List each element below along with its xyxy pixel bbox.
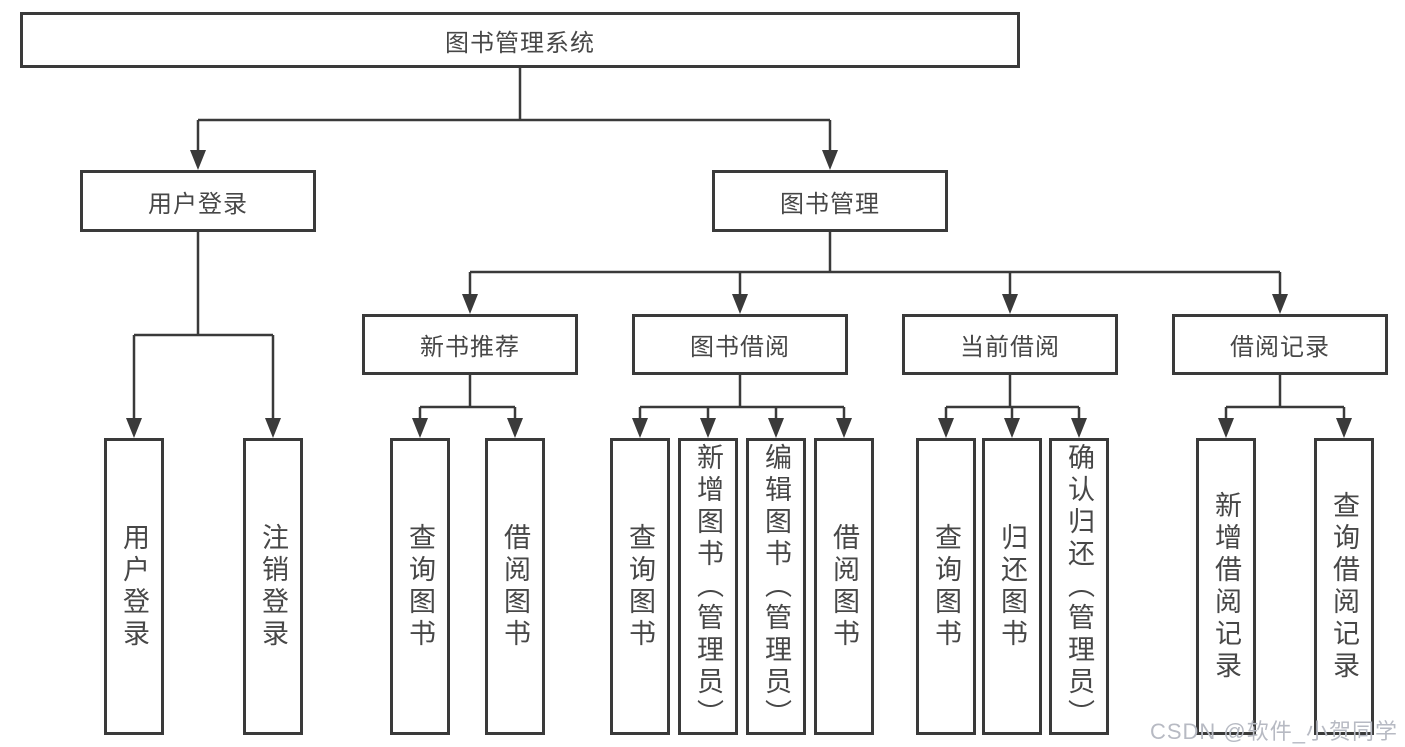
node-book-management: 图书管理: [712, 170, 948, 232]
leaf-logout: 注销登录: [243, 438, 303, 735]
node-user-login: 用户登录: [80, 170, 316, 232]
leaf-user-login: 用户登录: [104, 438, 164, 735]
leaf-add-books-admin: 新增图书（管理员）: [678, 438, 738, 735]
csdn-watermark: CSDN @软件_小贺同学: [1149, 719, 1398, 744]
connector-paths: [132, 68, 1346, 420]
node-new-book-recommend: 新书推荐: [362, 314, 578, 375]
leaf-confirm-return-admin: 确认归还（管理员）: [1049, 438, 1109, 735]
arrowheads: [126, 150, 1352, 438]
leaf-query-borrow-record: 查询借阅记录: [1314, 438, 1374, 735]
leaf-add-borrow-record: 新增借阅记录: [1196, 438, 1256, 735]
leaf-return-books: 归还图书: [982, 438, 1042, 735]
leaf-borrow-books-recommend: 借阅图书: [485, 438, 545, 735]
leaf-query-books-recommend: 查询图书: [390, 438, 450, 735]
node-library-management-system: 图书管理系统: [20, 12, 1020, 68]
node-book-borrow: 图书借阅: [632, 314, 848, 375]
leaf-query-books-borrow: 查询图书: [610, 438, 670, 735]
leaf-query-books-current: 查询图书: [916, 438, 976, 735]
leaf-borrow-books-borrow: 借阅图书: [814, 438, 874, 735]
node-borrow-records: 借阅记录: [1172, 314, 1388, 375]
leaf-edit-books-admin: 编辑图书（管理员）: [746, 438, 806, 735]
node-current-borrow: 当前借阅: [902, 314, 1118, 375]
